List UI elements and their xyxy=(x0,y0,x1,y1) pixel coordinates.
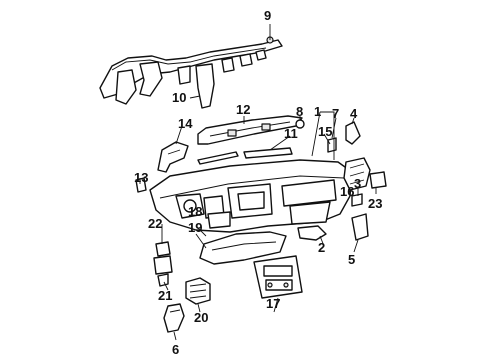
callout-14: 14 xyxy=(178,116,193,131)
bracket-2 xyxy=(297,225,327,241)
callout-20: 20 xyxy=(194,310,208,325)
callout-18: 18 xyxy=(188,204,202,219)
leader-lines xyxy=(139,24,377,341)
callout-8: 8 xyxy=(296,104,303,119)
callout-11: 11 xyxy=(284,126,298,141)
instrument-panel-main xyxy=(149,159,353,233)
callout-4: 4 xyxy=(350,106,358,121)
callout-5: 5 xyxy=(348,252,355,267)
callout-15: 15 xyxy=(318,124,332,139)
callout-23: 23 xyxy=(368,196,382,211)
callout-13: 13 xyxy=(134,170,148,185)
callout-labels: 9 10 12 14 8 1 7 11 15 4 3 16 23 13 22 1… xyxy=(134,8,382,357)
callout-6: 6 xyxy=(172,342,179,357)
lower-bracket-6 xyxy=(163,303,185,333)
cluster-bezel xyxy=(199,231,287,265)
right-side-parts xyxy=(135,119,387,241)
callout-1: 1 xyxy=(314,104,321,119)
left-bracket-stack xyxy=(153,241,173,287)
callout-10: 10 xyxy=(172,90,186,105)
callout-17: 17 xyxy=(266,296,280,311)
callout-9: 9 xyxy=(264,8,271,23)
callout-3: 3 xyxy=(354,176,361,191)
radio-bezel xyxy=(253,255,303,299)
callout-22: 22 xyxy=(148,216,162,231)
callout-19: 19 xyxy=(188,220,202,235)
side-defroster-duct xyxy=(157,141,189,173)
callout-16: 16 xyxy=(340,184,354,199)
callout-2: 2 xyxy=(318,240,325,255)
callout-21: 21 xyxy=(158,288,172,303)
callout-12: 12 xyxy=(236,102,250,117)
callout-7: 7 xyxy=(332,106,339,121)
air-vent-20 xyxy=(185,277,211,305)
defroster-grille xyxy=(197,147,293,165)
cross-car-beam xyxy=(99,36,283,109)
cluster-lens xyxy=(207,211,231,229)
